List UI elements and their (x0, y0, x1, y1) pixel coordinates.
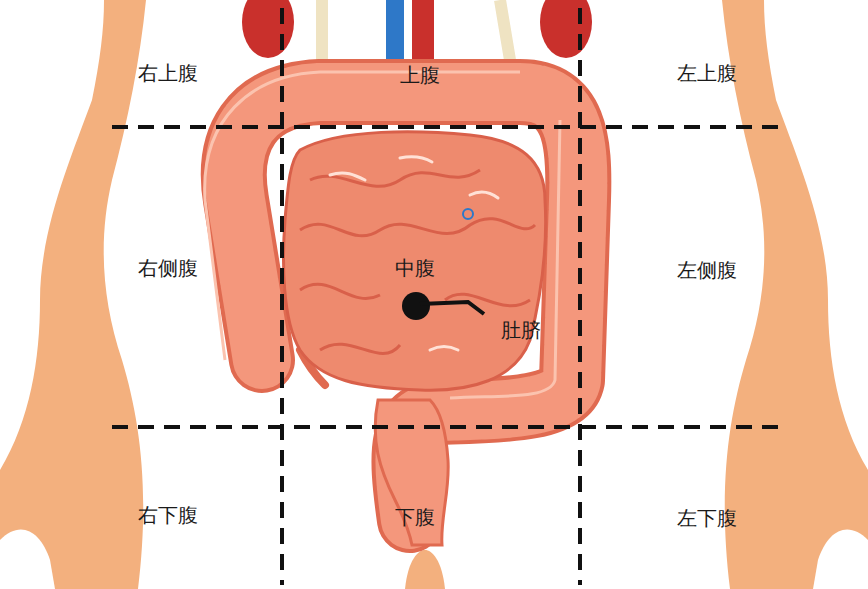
leader-line (420, 302, 484, 314)
left-kidney (540, 0, 592, 58)
ureter (316, 0, 328, 60)
navel-dot (402, 292, 430, 320)
ureter (500, 0, 510, 60)
right-kidney (242, 0, 294, 58)
region-label: 右下腹 (138, 503, 198, 527)
region-label: 中腹 (395, 256, 435, 280)
region-label: 左上腹 (677, 61, 737, 85)
region-label: 左下腹 (677, 506, 737, 530)
region-label: 右侧腹 (138, 256, 198, 280)
region-label: 下腹 (395, 505, 435, 529)
crotch (405, 550, 445, 589)
vein (386, 0, 404, 62)
left-flank (0, 0, 146, 589)
right-flank (722, 0, 868, 589)
small-intestine (284, 132, 546, 390)
left-thigh-notch (0, 530, 55, 589)
intestine-highlights (330, 157, 498, 350)
small-mark (463, 209, 473, 219)
region-label: 右上腹 (138, 61, 198, 85)
rectum (375, 400, 448, 545)
region-label: 左侧腹 (677, 258, 737, 282)
region-label: 上腹 (400, 63, 440, 87)
intestine-folds (300, 170, 535, 354)
right-thigh-notch (813, 530, 868, 589)
region-grid (112, 8, 780, 585)
navel-label: 肚脐 (501, 318, 541, 342)
